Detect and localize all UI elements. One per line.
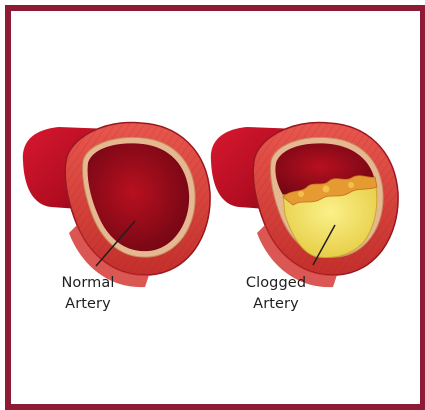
- clogged-artery-label-line1: Clogged: [236, 273, 316, 294]
- normal-artery-label-line2: Artery: [49, 294, 127, 315]
- clogged-artery: [211, 122, 398, 287]
- clogged-artery-label-line2: Artery: [236, 294, 316, 315]
- artery-illustration: [11, 11, 420, 404]
- normal-artery: [23, 122, 210, 287]
- normal-artery-label: Normal Artery: [49, 273, 127, 315]
- normal-artery-label-line1: Normal: [49, 273, 127, 294]
- clogged-artery-label: Clogged Artery: [236, 273, 316, 315]
- illustration-frame: Normal Artery Clogged Artery: [5, 5, 425, 410]
